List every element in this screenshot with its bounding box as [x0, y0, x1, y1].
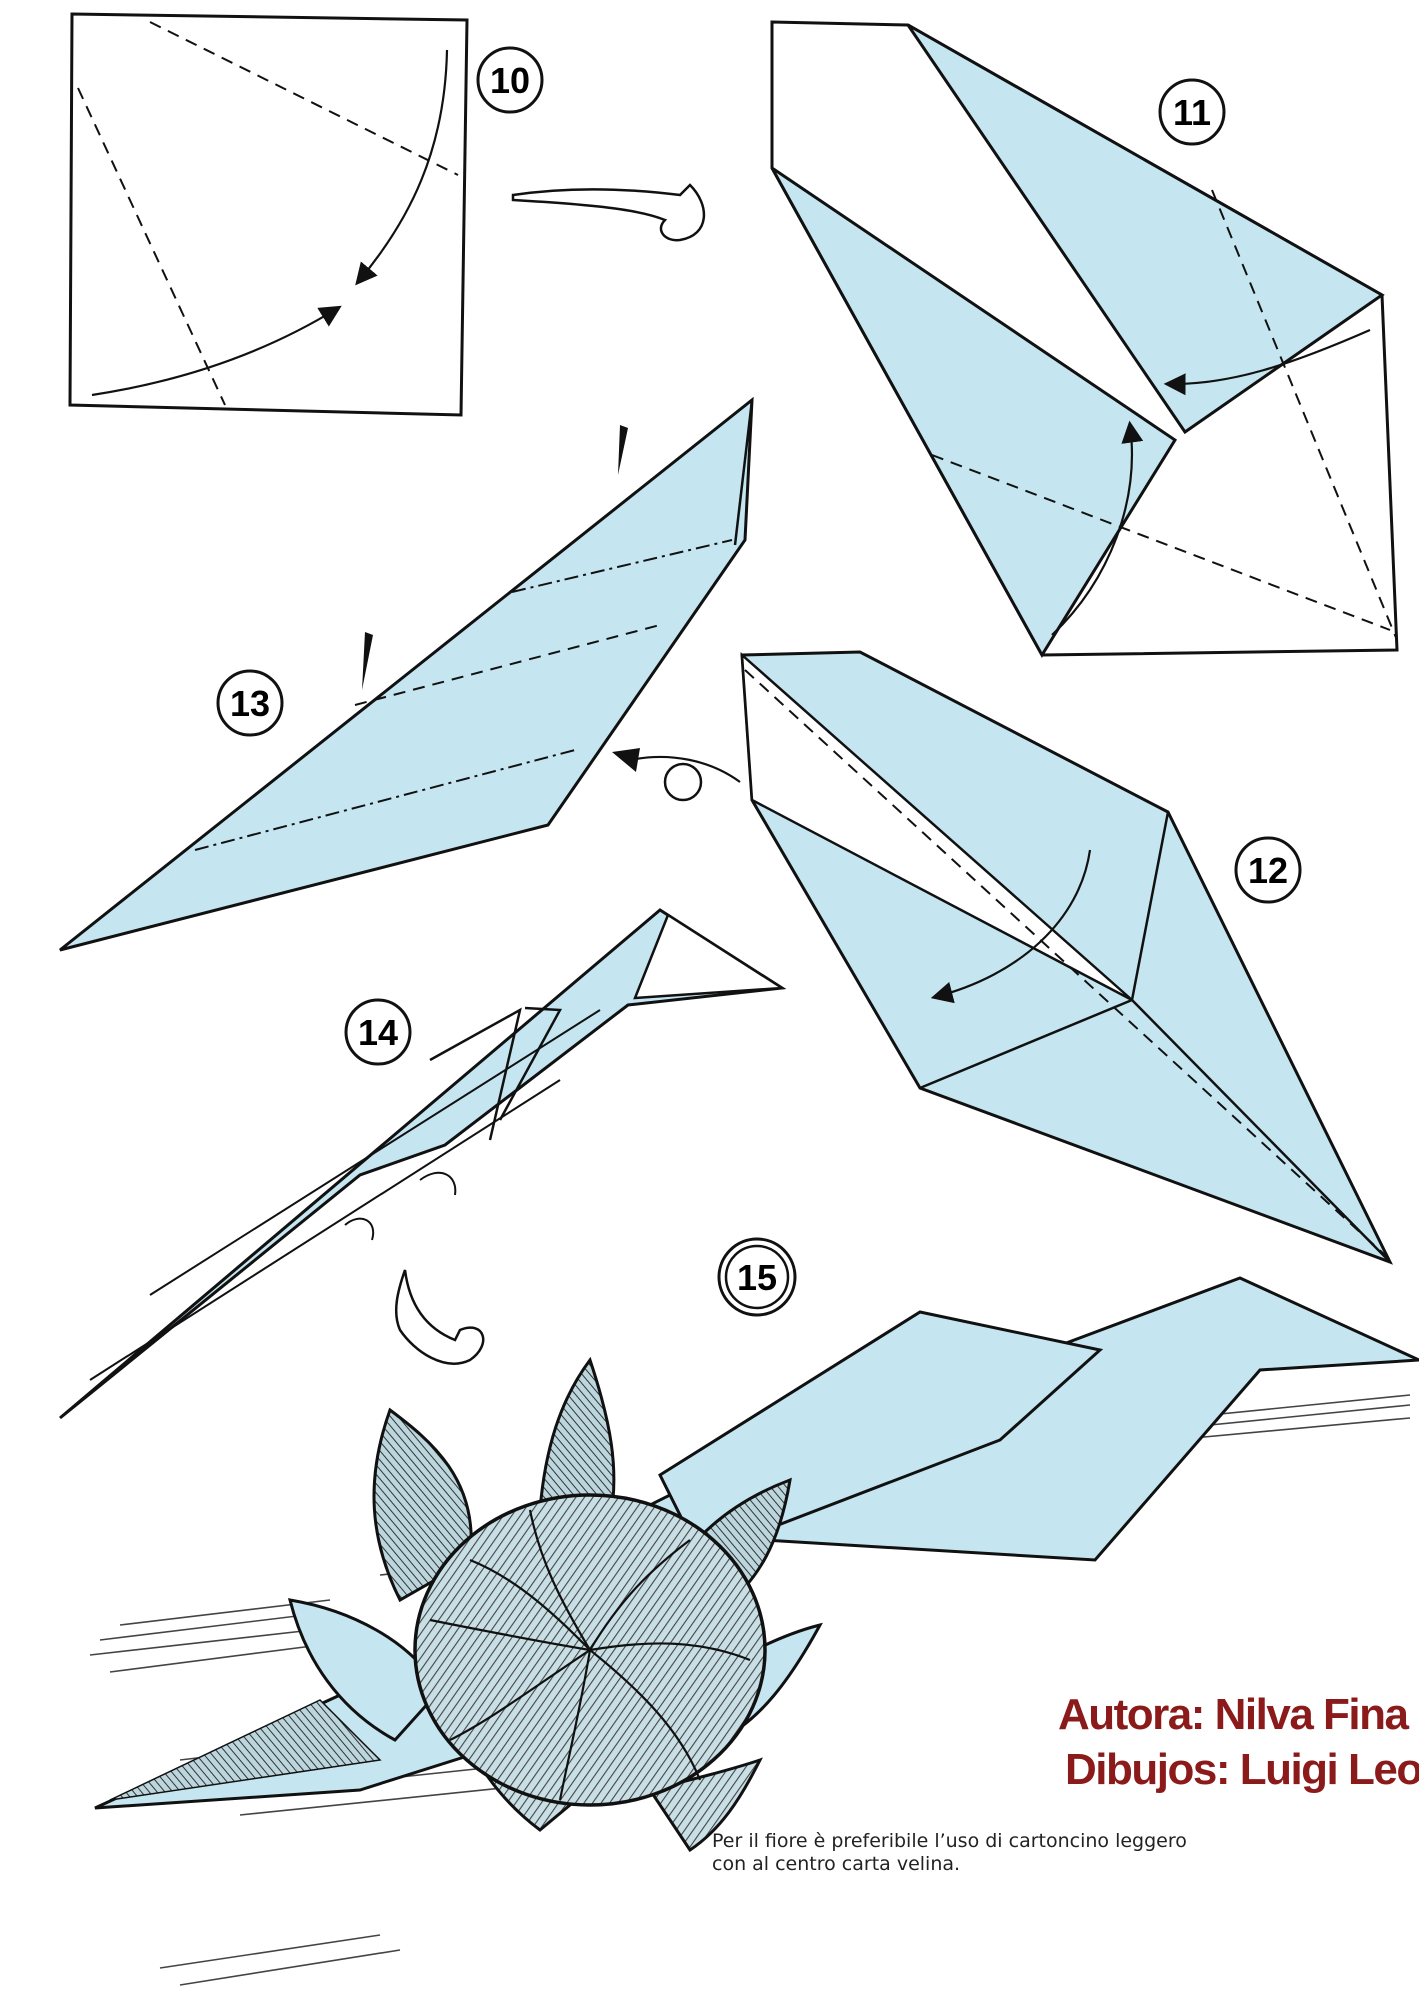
rotate-symbol	[420, 1173, 455, 1195]
step-10-diagram: 10	[70, 14, 542, 415]
pleat-mark	[362, 632, 373, 690]
turn-over-arrow	[513, 185, 704, 240]
step-13-model	[60, 400, 752, 950]
step-number-13: 13	[230, 683, 270, 724]
step-number-11: 11	[1173, 92, 1211, 133]
step-number-15: 15	[737, 1257, 777, 1298]
paper-note-line-1: Per il fiore è preferibile l’uso di cart…	[712, 1830, 1187, 1853]
author-credit: Autora: Nilva Fina	[1058, 1690, 1408, 1740]
step-number-10: 10	[490, 60, 530, 101]
paper-note: Per il fiore è preferibile l’uso di cart…	[712, 1830, 1187, 1876]
turn-over-arrow	[396, 1270, 483, 1364]
turn-over-symbol	[612, 748, 740, 800]
step-12-diagram: 12	[742, 652, 1390, 1262]
drawings-credit: Dibujos: Luigi Leon	[1065, 1745, 1419, 1795]
step-13-diagram: 13	[60, 400, 752, 950]
step-14-edge	[90, 1080, 560, 1380]
step-10-square	[70, 14, 467, 415]
step-number-12: 12	[1248, 850, 1288, 891]
step-11-diagram: 11	[772, 22, 1397, 655]
step-number-14: 14	[358, 1012, 398, 1053]
rotate-symbol	[345, 1219, 373, 1240]
pleat-mark	[618, 425, 628, 475]
paper-note-line-2: con al centro carta velina.	[712, 1853, 1187, 1876]
